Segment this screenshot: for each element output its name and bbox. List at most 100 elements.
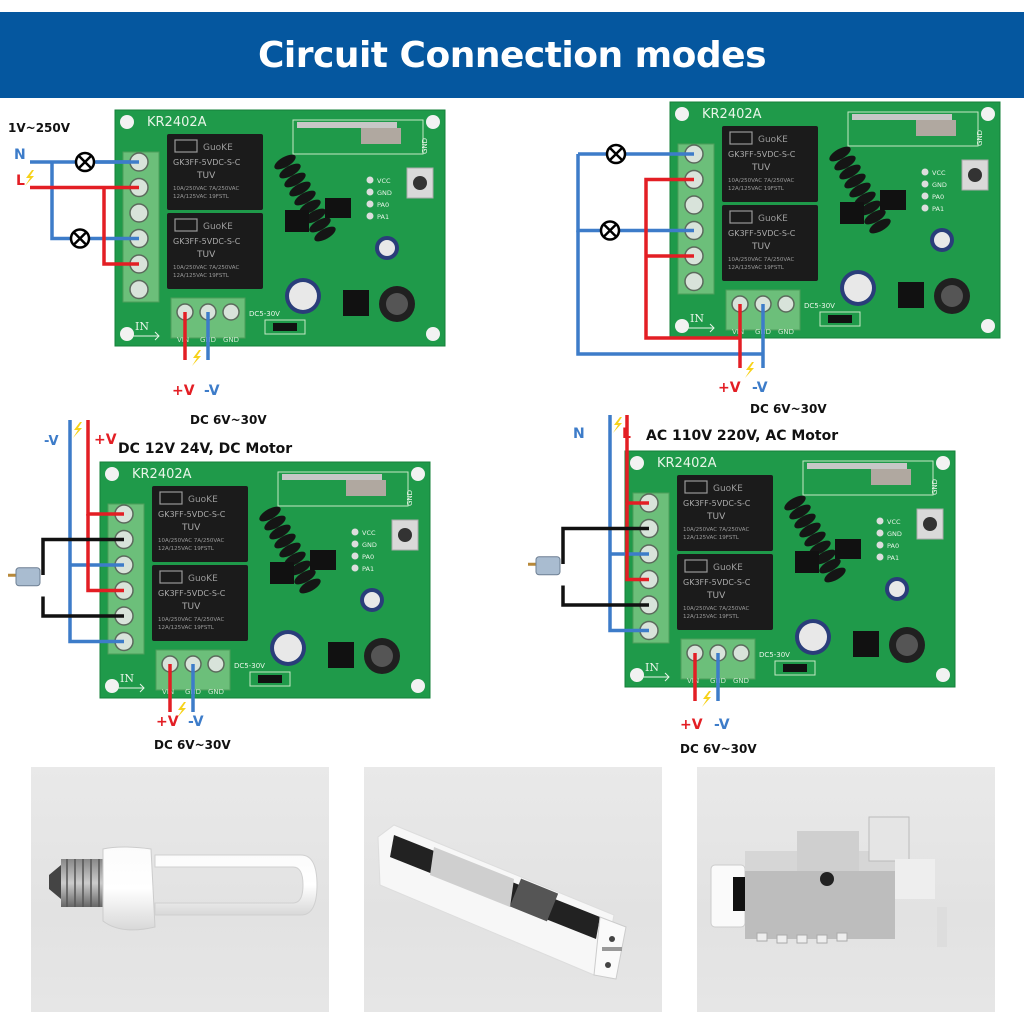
relay-board: KR2402AGuoKEGK3FF-5VDC-S-CTUV10A/250VAC … [669, 101, 1001, 339]
diagram-canvas: KR2402AGuoKEGK3FF-5VDC-S-CTUV10A/250VAC … [576, 101, 1001, 378]
supply-plus-label: +V [718, 380, 741, 396]
pin-label: PA1 [932, 205, 944, 213]
terminal-screw [777, 295, 795, 313]
pin-label: PA1 [377, 213, 389, 221]
relay-logo-icon [684, 480, 708, 494]
pin-pad [876, 541, 884, 549]
input-range-label: DC5-30V [804, 302, 835, 310]
pin-label: GND [932, 181, 947, 189]
arrow-right-icon [131, 331, 160, 341]
board-model-label: KR2402A [702, 107, 762, 122]
relay-rating: 10A/250VAC 7A/250VAC [683, 527, 749, 533]
relay-board: KR2402A GuoKEGK3FF-5VDC-S-CTUV10A/250VAC … [99, 461, 431, 699]
diode [828, 315, 852, 323]
input-range-label: DC5-30V [759, 651, 790, 659]
relay-rating: 10A/250VAC 7A/250VAC [728, 257, 794, 263]
relay-model: GK3FF-5VDC-S-C [173, 158, 241, 167]
pin-pad [351, 552, 359, 560]
rf-module [282, 474, 382, 480]
gnd-label: GND [421, 138, 429, 154]
pin-pad [366, 200, 374, 208]
relay-model: GK3FF-5VDC-S-C [173, 237, 241, 246]
relay-cert: TUV [751, 163, 771, 173]
pin-pad [921, 192, 929, 200]
diode [783, 664, 807, 672]
mounting-hole [120, 327, 134, 341]
lightning-icon [745, 362, 754, 378]
relay-logo-icon [729, 131, 753, 145]
relay-body [167, 134, 263, 210]
relay-model: GK3FF-5VDC-S-C [683, 578, 751, 587]
terminal-screw [207, 655, 225, 673]
ic-chip [835, 539, 861, 559]
wire [561, 585, 649, 607]
live-line-label: L [622, 426, 631, 442]
terminal-screw [732, 644, 750, 662]
input-terminal-label: VIN [177, 336, 189, 344]
ic-chip [328, 642, 354, 668]
ic-chip [840, 202, 864, 224]
pin-label: VCC [362, 529, 376, 537]
relay-body [152, 565, 248, 641]
diagram-title: AC 110V 220V, AC Motor [646, 428, 839, 444]
neutral-line-label: N [573, 426, 585, 442]
supply-minus-label: -V [752, 380, 768, 396]
mounting-hole [981, 319, 995, 333]
input-terminal-label: VIN [162, 688, 174, 696]
crystal [916, 120, 956, 136]
rf-module [852, 114, 952, 120]
lightning-icon [613, 417, 622, 433]
lightning-icon [73, 422, 82, 438]
ic-chip [270, 562, 294, 584]
diode [258, 675, 282, 683]
pin-label: GND [362, 541, 377, 549]
rf-module-outline [802, 460, 934, 496]
diagram-title: DC 12V 24V, DC Motor [118, 441, 293, 457]
pin-label: VCC [377, 177, 391, 185]
crystal [871, 469, 911, 485]
relay-brand: GuoKE [203, 222, 233, 232]
wire [41, 537, 124, 575]
pin-pad [351, 528, 359, 536]
ic-chip [325, 198, 351, 218]
diode-outline [264, 319, 306, 335]
relay-cert: TUV [706, 512, 726, 522]
wire [102, 187, 139, 266]
lightning-icon [702, 691, 711, 707]
pin-pad [366, 176, 374, 184]
mounting-hole [426, 327, 440, 341]
rf-module-outline [847, 111, 979, 147]
positive-line-label: +V [94, 432, 117, 448]
page-title: Circuit Connection modes [257, 34, 767, 76]
relay-cert: TUV [706, 591, 726, 601]
relay-cert: TUV [181, 523, 201, 533]
input-terminal-label: GND [208, 688, 224, 696]
mounting-hole [675, 319, 689, 333]
input-label: IN [120, 672, 134, 685]
wire [576, 230, 763, 356]
mounting-hole [936, 668, 950, 682]
relay-rating: 12A/125VAC 19FSTL [173, 194, 230, 200]
gnd-label: GND [976, 130, 984, 146]
relay-rating: 10A/250VAC 7A/250VAC [158, 538, 224, 544]
input-terminal-label: GND [223, 336, 239, 344]
diode-outline [774, 660, 816, 676]
terminal-screw [129, 279, 149, 300]
terminal-screw [684, 271, 704, 292]
mounting-hole [630, 668, 644, 682]
input-terminal-label: GND [733, 677, 749, 685]
supply-plus-label: +V [680, 717, 703, 733]
mounting-hole [630, 456, 644, 470]
dc-motor-icon [528, 556, 561, 576]
board-model-label: KR2402A [147, 115, 207, 130]
learn-button-cap [413, 176, 427, 190]
relay-model: GK3FF-5VDC-S-C [728, 150, 796, 159]
board-model-label: KR2402A [132, 467, 192, 482]
learn-button-cap [923, 517, 937, 531]
